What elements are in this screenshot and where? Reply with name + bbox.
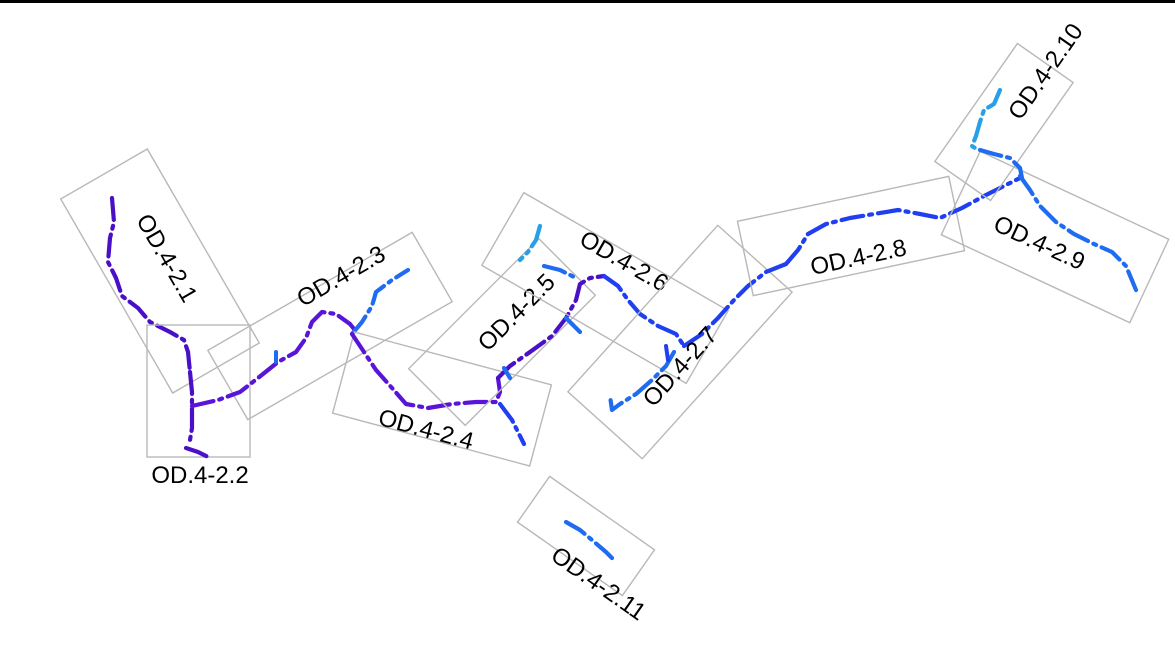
- segment-trace-od-4-2-6: [601, 273, 687, 349]
- segment-label-od-4-2-3: OD.4-2.3: [292, 240, 390, 312]
- segment-box-od-4-2-3: [206, 231, 454, 421]
- segment-trace-od-4-2-10-link: [977, 147, 1025, 181]
- segment-label-od-4-2-2: OD.4-2.2: [151, 462, 248, 489]
- segment-od-4-2-1: OD.4-2.1: [59, 148, 261, 394]
- segment-trace-od-4-2-4: [349, 331, 503, 411]
- segment-trace-od-4-2-1: [105, 195, 193, 375]
- segment-od-4-2-9: OD.4-2.9: [940, 150, 1170, 324]
- segment-trace-od-4-2-6-start: [517, 223, 543, 263]
- segment-tick-od-4-2-7: [664, 344, 670, 362]
- segment-trace-od-4-2-4-tail: [497, 401, 527, 447]
- segment-trace-od-4-2-3-branch: [349, 267, 411, 337]
- segment-trace-od-4-2-10: [969, 87, 1003, 153]
- segment-label-od-4-2-10: OD.4-2.10: [1003, 19, 1089, 125]
- segment-label-od-4-2-8: OD.4-2.8: [808, 234, 909, 281]
- segment-trace-od-4-2-9: [1017, 173, 1139, 293]
- segment-box-od-4-2-8: [736, 175, 966, 297]
- segment-box-od-4-2-6: [480, 191, 730, 385]
- segment-label-od-4-2-4: OD.4-2.4: [375, 404, 476, 455]
- segment-od-4-2-10: OD.4-2.10: [933, 19, 1089, 202]
- segment-od-4-2-8: OD.4-2.8: [736, 175, 1023, 297]
- segment-label-od-4-2-1: OD.4-2.1: [130, 209, 202, 307]
- segment-label-od-4-2-7: OD.4-2.7: [638, 322, 723, 412]
- segment-box-od-4-2-1: [59, 148, 261, 394]
- segment-box-od-4-2-11: [516, 475, 656, 597]
- segment-trace-od-4-2-2: [183, 369, 213, 461]
- segment-box-od-4-2-9: [940, 150, 1170, 324]
- segment-trace-od-4-2-7: [681, 261, 789, 349]
- segment-od-4-2-3: OD.4-2.3: [189, 231, 454, 421]
- segment-trace-od-4-2-6-link: [541, 263, 579, 281]
- segment-box-od-4-2-7: [566, 224, 794, 460]
- segment-box-od-4-2-10: [933, 42, 1075, 202]
- segment-od-4-2-11: OD.4-2.11: [516, 475, 656, 627]
- segment-od-4-2-2: OD.4-2.2: [146, 324, 251, 489]
- segment-label-od-4-2-11: OD.4-2.11: [546, 542, 651, 627]
- segment-label-od-4-2-9: OD.4-2.9: [989, 210, 1089, 276]
- segment-trace-od-4-2-3-main: [189, 309, 361, 409]
- segment-box-od-4-2-4: [331, 331, 553, 467]
- segment-od-4-2-4: OD.4-2.4: [331, 331, 553, 467]
- segment-box-od-4-2-5: [407, 237, 597, 427]
- segment-trace-od-4-2-11: [563, 519, 615, 561]
- segment-label-od-4-2-6: OD.4-2.6: [575, 225, 673, 297]
- segment-trace-od-4-2-5-branch: [501, 315, 583, 381]
- segment-box-od-4-2-2: [146, 324, 251, 458]
- segment-trace-od-4-2-7-branch: [607, 349, 677, 413]
